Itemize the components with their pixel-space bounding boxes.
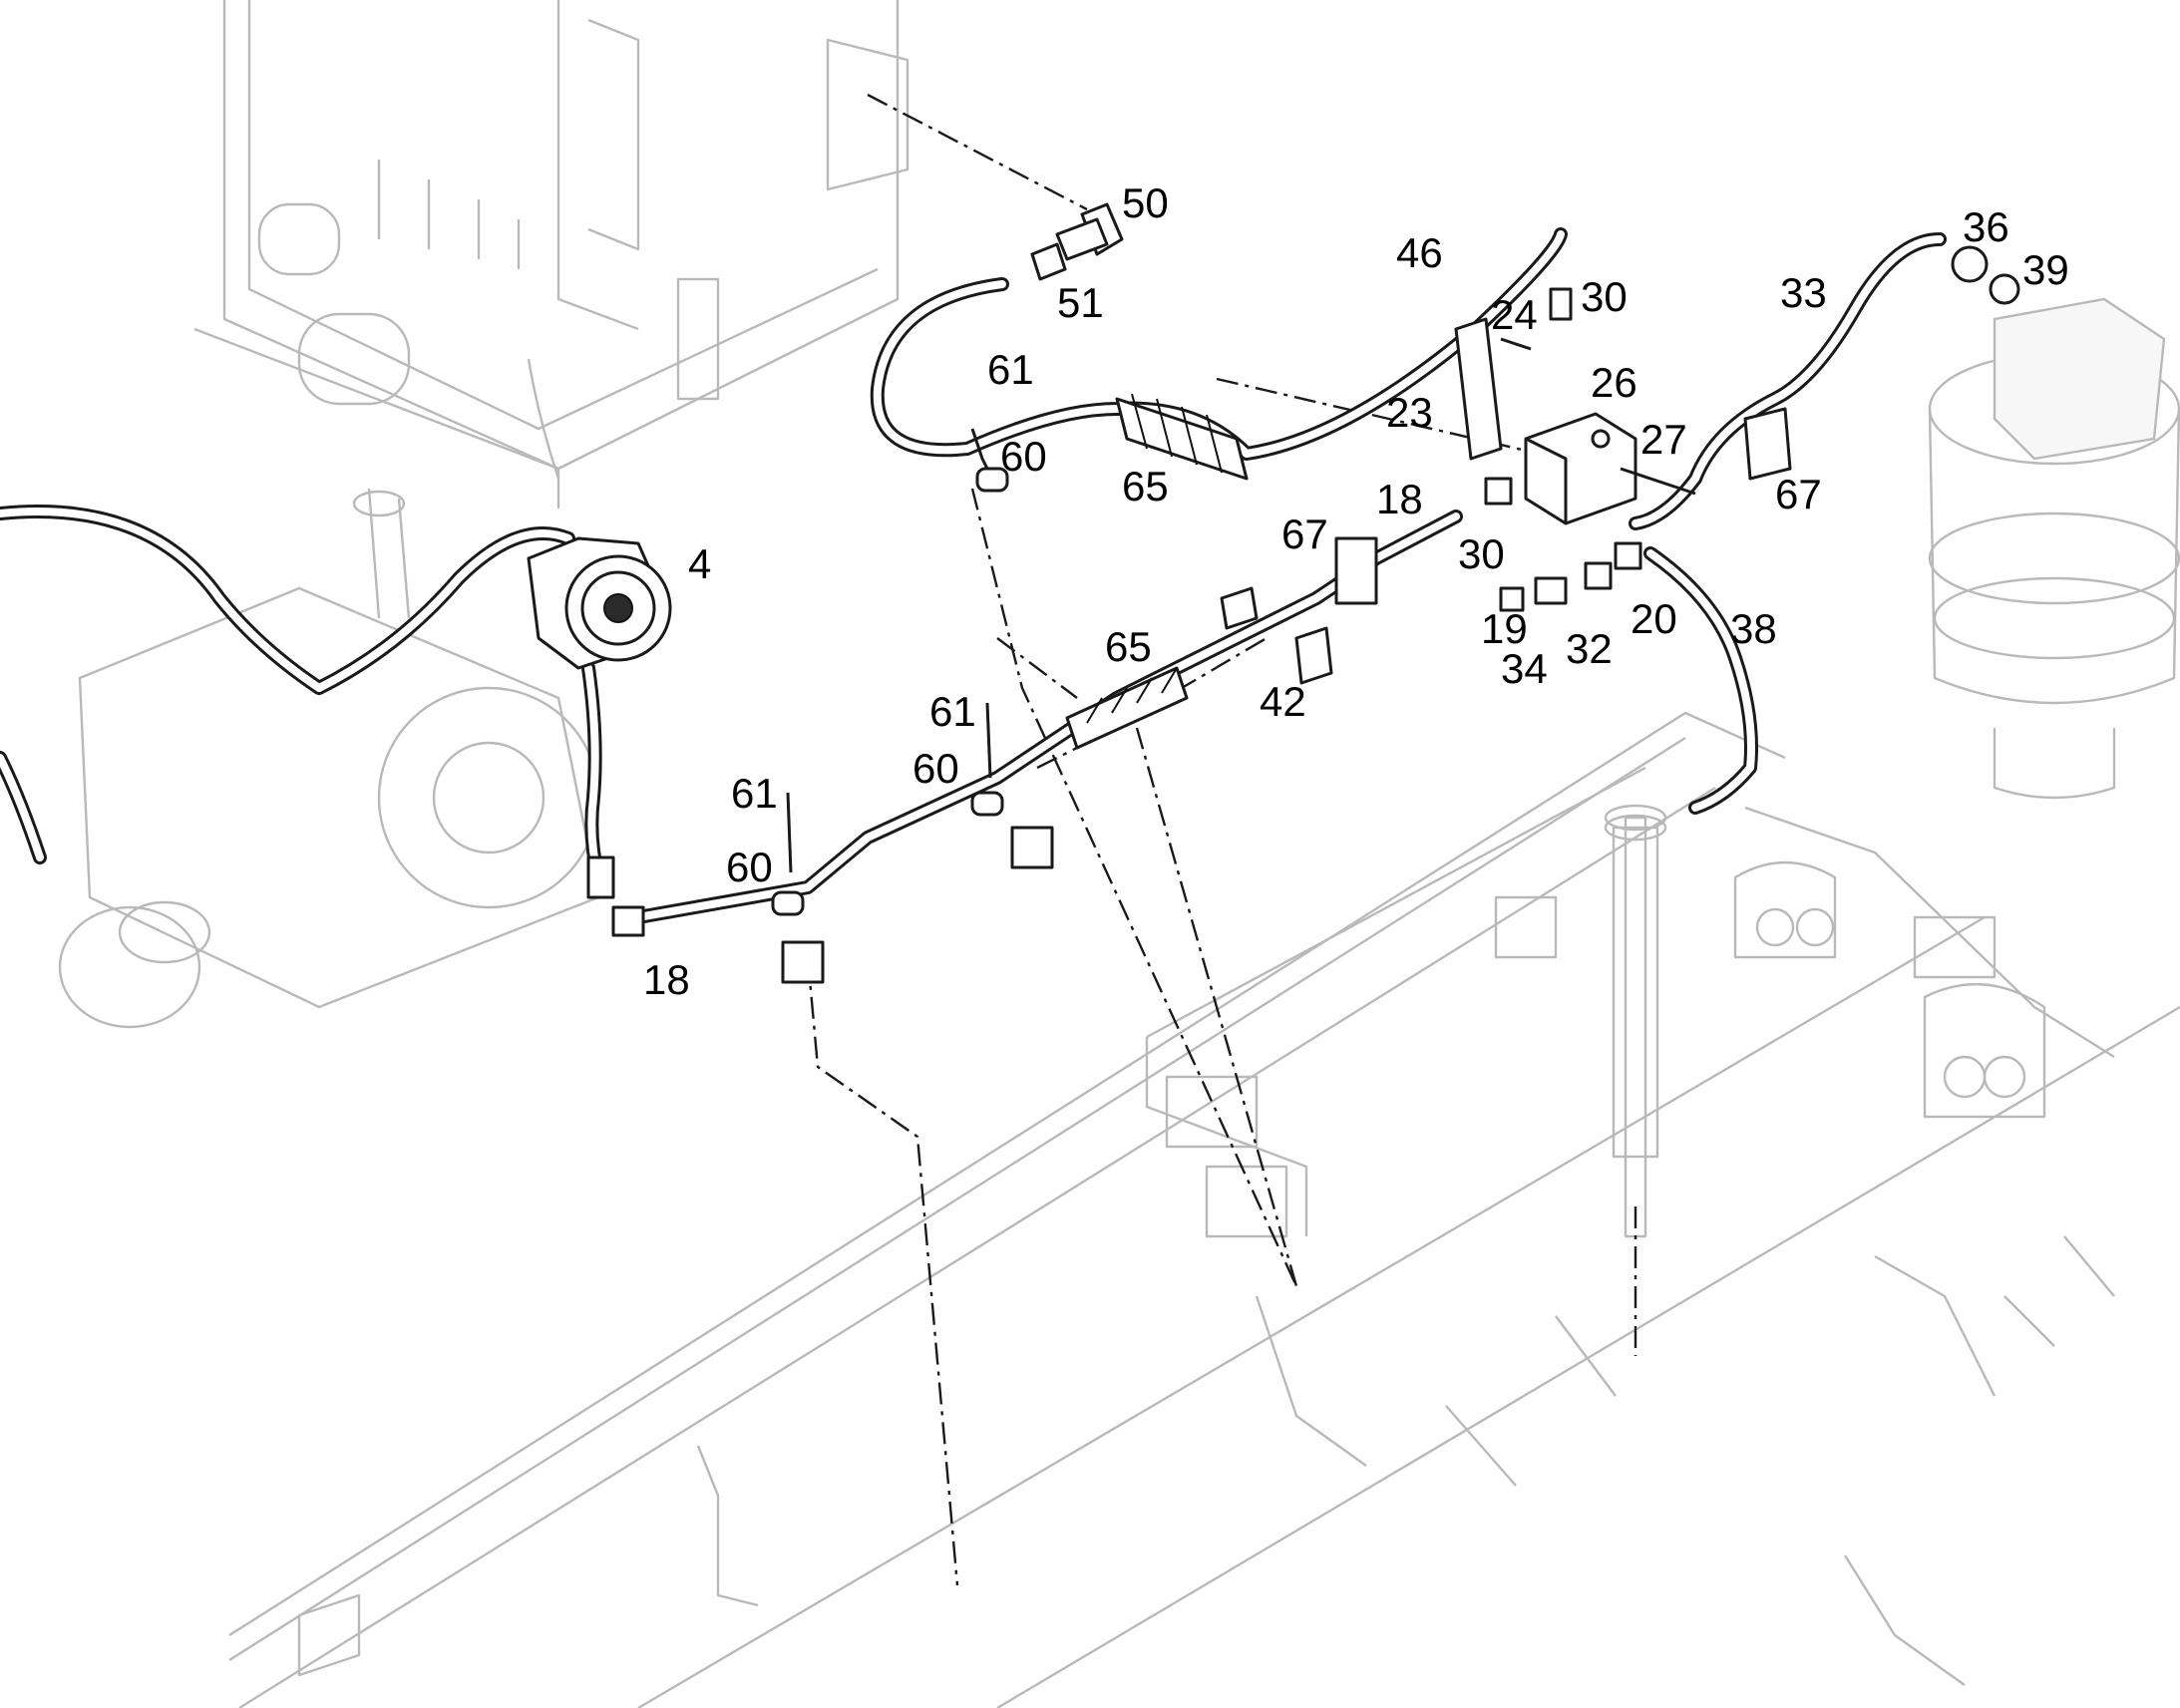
callout-23: 23 bbox=[1386, 389, 1433, 436]
ghost-undercarriage-frame bbox=[228, 711, 2180, 1708]
callout-61-middle: 61 bbox=[929, 688, 976, 735]
callout-34: 34 bbox=[1501, 645, 1548, 692]
callout-36: 36 bbox=[1963, 203, 2009, 250]
callout-30-upper: 30 bbox=[1581, 273, 1628, 320]
callout-38: 38 bbox=[1730, 605, 1777, 652]
hose-left-exit bbox=[0, 751, 47, 864]
callout-51: 51 bbox=[1057, 279, 1104, 326]
callout-60-lower: 60 bbox=[726, 844, 773, 890]
fitting-30-side bbox=[1484, 477, 1513, 506]
callout-32: 32 bbox=[1566, 625, 1613, 672]
valve-block-26 bbox=[1524, 412, 1637, 525]
hose-pump-loop bbox=[0, 505, 575, 695]
callout-26: 26 bbox=[1591, 359, 1637, 406]
ghost-engine-block bbox=[193, 0, 909, 509]
tee-fitting-50 bbox=[1055, 202, 1124, 261]
spring-guard-65-upper bbox=[1115, 393, 1249, 481]
end-fitting-18 bbox=[586, 855, 645, 937]
bracket-23 bbox=[1454, 317, 1503, 461]
ghost-final-drive-motor bbox=[1928, 297, 2180, 800]
fitting-30-top bbox=[1549, 287, 1573, 321]
callout-60-upper: 60 bbox=[1000, 433, 1047, 480]
callout-67-left: 67 bbox=[1281, 511, 1328, 557]
callout-4: 4 bbox=[688, 540, 711, 587]
hose-pump-lower bbox=[581, 661, 605, 884]
callout-18-lower: 18 bbox=[643, 956, 690, 1003]
pump-unit-4 bbox=[527, 536, 672, 670]
clamps-60-61 bbox=[771, 428, 1054, 984]
callout-61-lower: 61 bbox=[731, 770, 778, 817]
bracket-42 bbox=[1220, 586, 1333, 685]
callout-61-upper: 61 bbox=[987, 346, 1034, 393]
callout-20: 20 bbox=[1631, 595, 1677, 642]
hose-38 bbox=[1643, 546, 1758, 815]
ghost-cylinder bbox=[1604, 814, 1667, 1159]
coupling-36-39 bbox=[1951, 245, 2020, 305]
callout-42: 42 bbox=[1260, 678, 1306, 725]
bolt-24 bbox=[1500, 337, 1532, 351]
callout-67-right: 67 bbox=[1775, 471, 1822, 517]
callout-60-middle: 60 bbox=[912, 745, 959, 792]
callout-27: 27 bbox=[1640, 416, 1687, 463]
callout-50: 50 bbox=[1122, 179, 1169, 226]
leader-lines bbox=[806, 93, 1637, 1586]
callout-33: 33 bbox=[1780, 269, 1827, 316]
adapter-51 bbox=[1030, 242, 1067, 281]
spring-guard-65-lower bbox=[1065, 666, 1189, 750]
ghost-pump-flange bbox=[58, 900, 211, 1029]
callout-labels: 4 50 51 46 30 24 26 23 27 33 36 39 61 60… bbox=[643, 179, 2069, 1003]
fittings-cluster-19-20-32-34 bbox=[1499, 541, 1642, 612]
callout-19: 19 bbox=[1481, 605, 1528, 652]
hose-lines bbox=[0, 227, 1947, 924]
callout-30-lower: 30 bbox=[1458, 530, 1505, 577]
callout-46: 46 bbox=[1396, 229, 1443, 276]
bolt-27 bbox=[1620, 467, 1696, 496]
callout-24: 24 bbox=[1491, 291, 1538, 338]
callout-65-upper: 65 bbox=[1122, 463, 1169, 510]
callout-65-lower: 65 bbox=[1105, 623, 1152, 670]
ghost-pump-housing bbox=[78, 488, 600, 1009]
callout-18-upper: 18 bbox=[1376, 476, 1423, 522]
clamps-67 bbox=[1334, 407, 1792, 605]
callout-39: 39 bbox=[2022, 246, 2069, 293]
